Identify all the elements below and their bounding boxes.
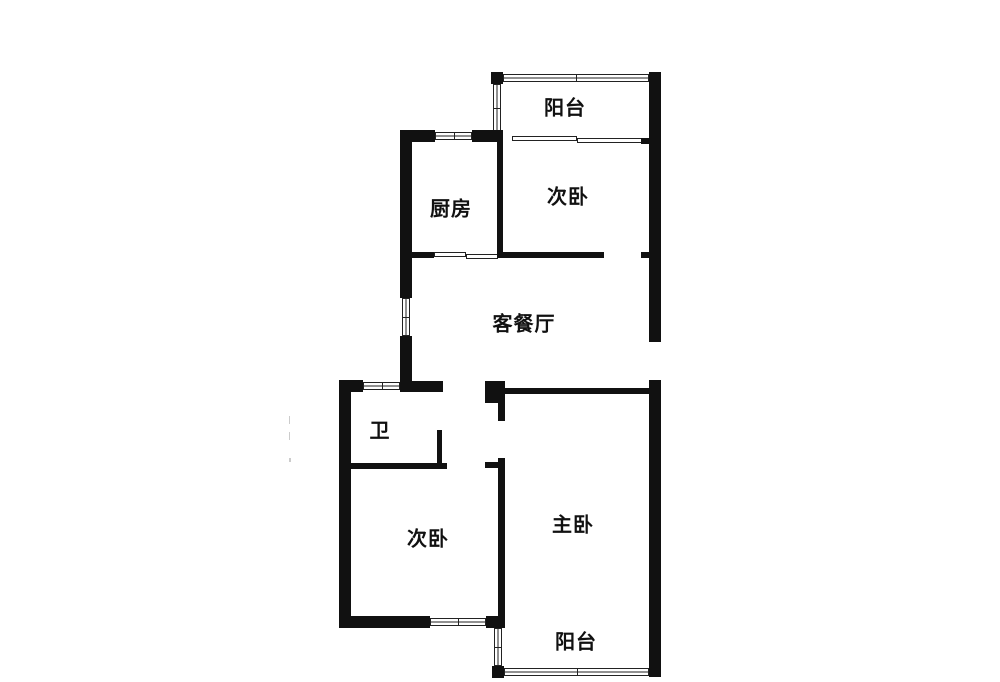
room-label-balcony-south: 阳台 xyxy=(555,629,597,654)
room-label-bedroom-north: 次卧 xyxy=(547,184,589,209)
wall-corridor-upper xyxy=(498,381,505,421)
wall-stub xyxy=(485,462,500,468)
wall-bedroom-master-divider xyxy=(498,458,505,628)
window-living-room xyxy=(402,298,410,336)
sliding-door-kitchen-2 xyxy=(466,254,498,259)
faint-mark xyxy=(289,432,290,440)
wall-bathroom-bottom xyxy=(351,463,447,469)
room-label-master-bedroom: 主卧 xyxy=(552,512,594,537)
wall-kitchen-left xyxy=(400,130,412,298)
wall-stub xyxy=(641,252,650,258)
wall-bedroom-north-bottom xyxy=(497,252,604,258)
window-kitchen xyxy=(435,132,472,140)
window-balcony-north-left xyxy=(493,84,501,132)
room-label-bathroom: 卫 xyxy=(369,418,391,443)
wall-kitchen-bedroom-divider xyxy=(497,132,503,258)
window-balcony-south-left xyxy=(494,628,502,666)
wall-right-exterior-lower xyxy=(649,380,661,677)
sliding-door-kitchen xyxy=(434,252,466,257)
window-bedroom-sw xyxy=(430,618,486,626)
wall-pillar xyxy=(492,666,504,678)
wall-living-left-lower xyxy=(400,336,412,392)
window-bathroom xyxy=(363,382,400,390)
room-label-living-dining: 客餐厅 xyxy=(492,311,556,336)
faint-mark xyxy=(289,416,290,424)
sliding-door-balcony-north-2 xyxy=(577,138,642,143)
room-label-balcony-north: 阳台 xyxy=(544,95,586,120)
room-label-bedroom-southwest: 次卧 xyxy=(407,526,449,551)
wall-bathroom-right-stub xyxy=(437,430,442,468)
sliding-door-balcony-north xyxy=(512,136,577,141)
wall-kitchen-top-right xyxy=(472,130,503,142)
wall-master-top xyxy=(503,388,649,394)
window-balcony-north-top xyxy=(503,74,649,82)
wall-bedroom-sw-bottom xyxy=(339,616,430,628)
wall-stub xyxy=(641,138,649,144)
wall-right-exterior-upper xyxy=(649,72,661,342)
wall-pillar xyxy=(491,72,503,84)
room-label-kitchen: 厨房 xyxy=(430,196,472,221)
wall-pillar xyxy=(486,616,505,628)
faint-mark xyxy=(289,458,291,462)
window-balcony-south-bottom xyxy=(504,668,649,676)
wall-kitchen-bottom-stub xyxy=(412,252,434,258)
wall-west-exterior xyxy=(339,380,351,628)
wall-living-bottom-left xyxy=(400,381,443,392)
